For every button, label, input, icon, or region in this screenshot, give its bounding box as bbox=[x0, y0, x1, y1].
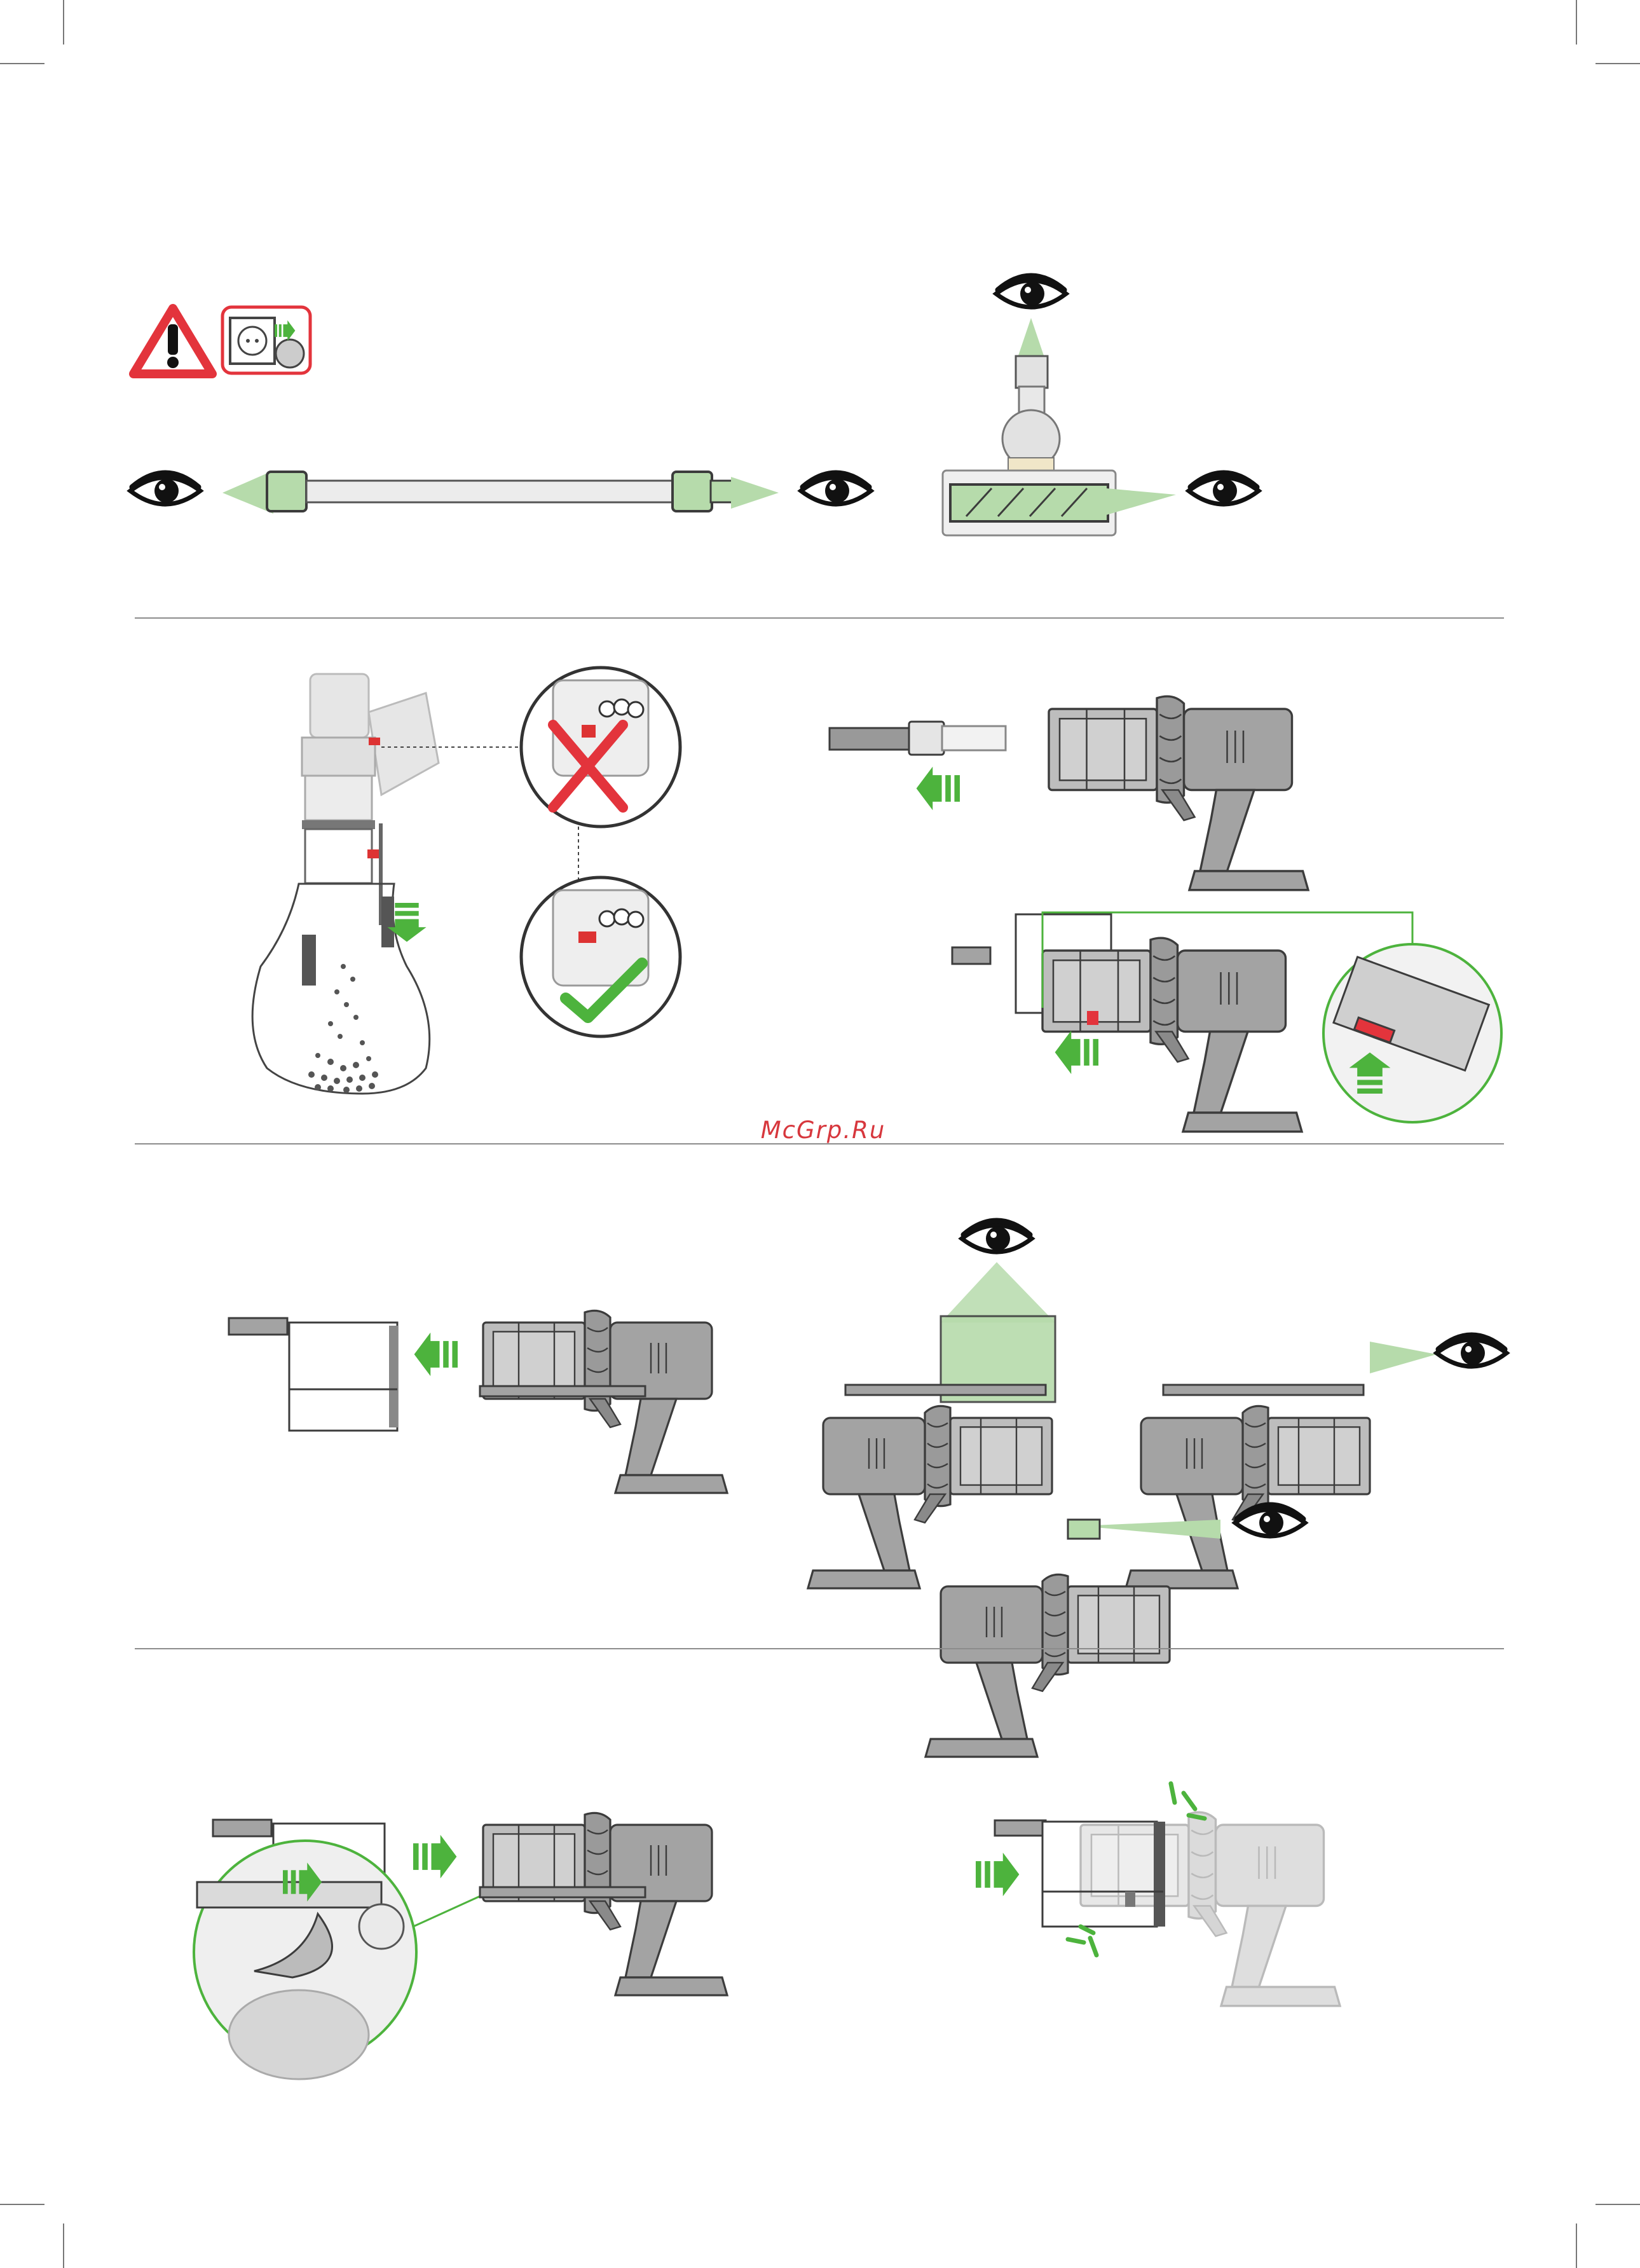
eye-icon bbox=[996, 276, 1066, 307]
inspect-cyclone-inlet bbox=[926, 1505, 1305, 1757]
eye-icon bbox=[130, 473, 200, 504]
watermark-text: McGrp.Ru bbox=[712, 1117, 934, 1144]
wrong-grip-detail bbox=[521, 668, 680, 827]
section-refit-bin bbox=[194, 1783, 1340, 2079]
eye-icon bbox=[801, 473, 871, 504]
inspect-cyclone-front bbox=[1126, 1335, 1507, 1588]
correct-grip-detail bbox=[521, 877, 680, 1036]
click-into-place bbox=[976, 1783, 1340, 2006]
cleaner-head-inspection bbox=[943, 276, 1259, 535]
eye-icon bbox=[1437, 1335, 1507, 1366]
arrow-icon bbox=[1055, 1031, 1098, 1074]
eye-icon bbox=[1235, 1505, 1305, 1536]
arrow-icon bbox=[414, 1333, 458, 1376]
detach-wand bbox=[830, 696, 1308, 890]
section-empty-bin bbox=[252, 668, 1501, 1132]
arrow-icon bbox=[413, 1835, 456, 1878]
eye-icon bbox=[1189, 473, 1259, 504]
arrow-icon bbox=[976, 1853, 1019, 1896]
unplug-icon bbox=[222, 307, 310, 373]
remove-bin bbox=[229, 1310, 727, 1493]
wand-inspection bbox=[130, 471, 871, 514]
release-bin-runner bbox=[952, 912, 1501, 1132]
arrow-icon bbox=[917, 767, 960, 810]
section-check-blockages bbox=[130, 276, 1259, 535]
eye-icon bbox=[962, 1221, 1032, 1252]
empty-bin-into-bag bbox=[252, 674, 439, 1094]
section-remove-and-inspect-bin bbox=[229, 1221, 1507, 1757]
inspect-cyclone-top bbox=[808, 1316, 1055, 1588]
slide-bin-on bbox=[194, 1813, 727, 2079]
warning-icon bbox=[133, 308, 212, 374]
